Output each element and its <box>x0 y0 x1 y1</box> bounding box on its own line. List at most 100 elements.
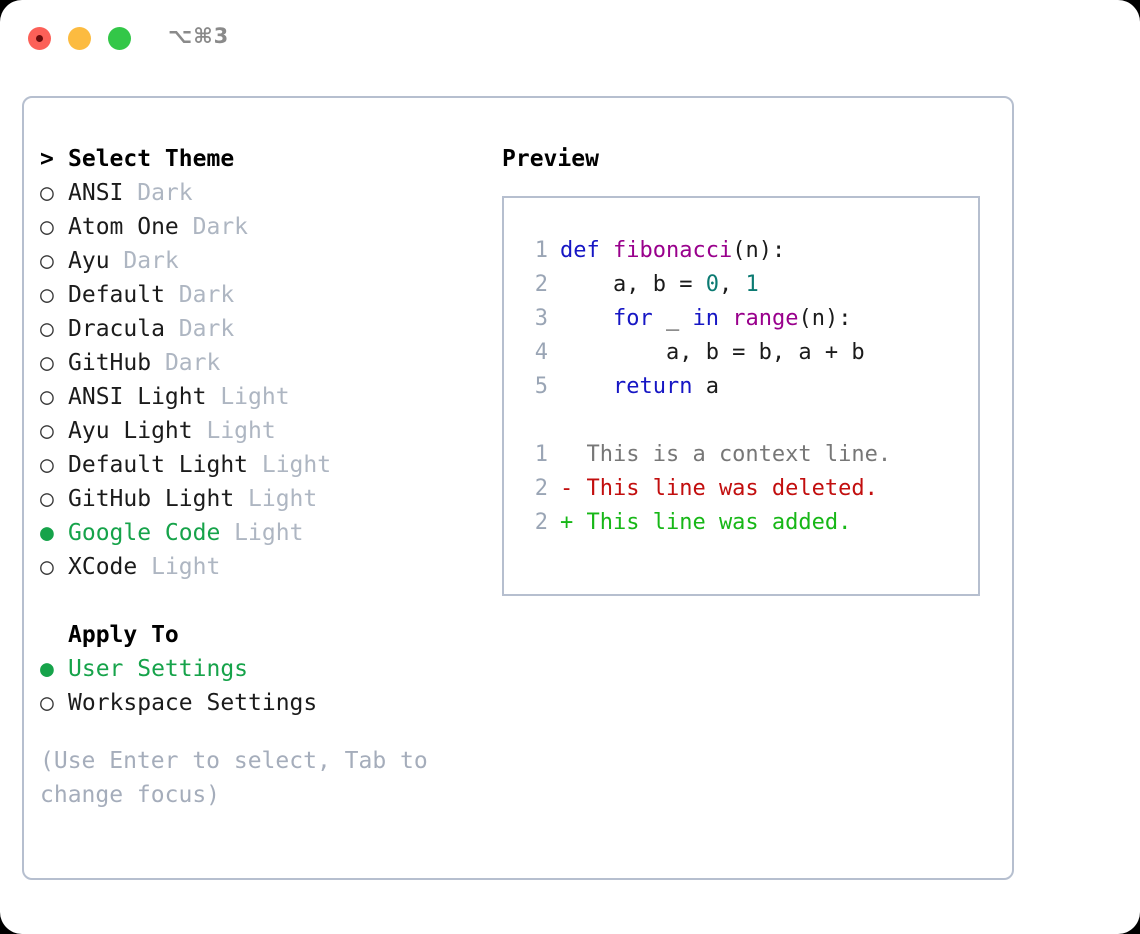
code-token-num: 0 <box>705 272 719 297</box>
theme-name: Ayu Light <box>68 418 193 444</box>
line-number: 4 <box>534 340 548 365</box>
select-theme-heading-label: Select Theme <box>68 146 235 172</box>
radio-selected-icon: ● <box>40 656 54 682</box>
radio-unselected-icon: ○ <box>40 316 54 342</box>
theme-name: Default <box>68 282 165 308</box>
code-token-pl: , <box>718 272 746 297</box>
code-token-pl: (n): <box>732 238 786 263</box>
theme-list: ○ ANSI Dark ○ Atom One Dark ○ Ayu Dark ○ Defaul… <box>40 176 480 584</box>
code-token-fn: range <box>732 306 799 331</box>
radio-unselected-icon: ○ <box>40 418 54 444</box>
code-token-pl <box>719 306 732 331</box>
code-token-pl: _ <box>652 306 693 331</box>
code-token-kw: def <box>560 238 613 263</box>
theme-list-item[interactable]: ○GitHub Light Light <box>40 482 480 516</box>
theme-name: Google Code <box>68 520 221 546</box>
code-token-pl: a, b = b, a + b <box>560 340 865 365</box>
theme-list-item[interactable]: ○ ANSI Dark <box>40 176 480 210</box>
window-title: ⌥⌘3 <box>168 24 230 48</box>
theme-list-item[interactable]: ○Default Light Light <box>40 448 480 482</box>
code-line: 5 return a <box>504 370 978 404</box>
preview-heading: Preview <box>502 146 599 172</box>
code-token-kw: return <box>612 374 693 399</box>
theme-list-item[interactable]: ○ Atom One Dark <box>40 210 480 244</box>
keyboard-hint-text: (Use Enter to select, Tab to change focu… <box>40 748 442 808</box>
radio-unselected-icon: ○ <box>40 452 54 478</box>
line-number: 2 <box>534 510 548 535</box>
code-token-kw: for <box>612 306 653 331</box>
line-number: 2 <box>534 476 548 501</box>
theme-list-item[interactable]: ○ Ayu Dark <box>40 244 480 278</box>
theme-kind-badge: Light <box>206 384 290 410</box>
theme-list-item[interactable]: ○ ANSI Light Light <box>40 380 480 414</box>
main-panel: > Select Theme ○ ANSI Dark ○ Atom One Dark ○ A… <box>22 96 1014 880</box>
apply-to-option[interactable]: ○Workspace Settings <box>40 686 480 720</box>
theme-kind-badge: Light <box>234 486 318 512</box>
theme-name: Dracula <box>68 316 165 342</box>
apply-to-list: ● User Settings ○Workspace Settings <box>40 652 480 720</box>
select-theme-heading: > Select Theme <box>40 142 480 176</box>
code-diff-gap <box>504 404 978 438</box>
theme-kind-badge: Light <box>137 554 221 580</box>
theme-list-item[interactable]: ○ XCode Light <box>40 550 480 584</box>
code-token-pl: a <box>692 374 719 399</box>
theme-kind-badge: Dark <box>164 282 235 308</box>
radio-unselected-icon: ○ <box>40 282 54 308</box>
theme-list-item[interactable]: ○ Dracula Dark <box>40 312 480 346</box>
theme-name: Atom One <box>68 214 179 240</box>
diff-line: 2 + This line was added. <box>504 506 978 540</box>
diff-text-ctx: This is a context line. <box>560 442 892 467</box>
radio-unselected-icon: ○ <box>40 350 54 376</box>
code-token-num: 1 <box>745 272 759 297</box>
line-number: 2 <box>534 272 548 297</box>
line-number: 1 <box>534 442 548 467</box>
theme-name: XCode <box>68 554 138 580</box>
apply-to-indent <box>40 618 68 652</box>
code-line: 2 a, b = 0, 1 <box>504 268 978 302</box>
theme-kind-badge: Dark <box>164 316 235 342</box>
theme-list-item[interactable]: ●Google Code Light <box>40 516 480 550</box>
theme-kind-badge: Dark <box>123 180 193 206</box>
radio-unselected-icon: ○ <box>40 214 54 240</box>
theme-kind-badge: Light <box>220 520 304 546</box>
line-number: 3 <box>534 306 548 331</box>
radio-unselected-icon: ○ <box>40 384 54 410</box>
theme-name: Ayu <box>68 248 110 274</box>
code-line: 1 def fibonacci(n): <box>504 234 978 268</box>
radio-unselected-icon: ○ <box>40 248 54 274</box>
theme-name: GitHub <box>68 350 152 376</box>
radio-unselected-icon: ○ <box>40 180 54 206</box>
code-token-pl: a, b = <box>560 272 706 297</box>
apply-to-option-label: User Settings <box>68 656 249 682</box>
theme-kind-badge: Dark <box>109 248 179 274</box>
diff-sample: 1 This is a context line. 2 - This line wa… <box>504 438 978 540</box>
theme-selector-column: > Select Theme ○ ANSI Dark ○ Atom One Dark ○ A… <box>40 142 480 812</box>
caret-icon: > <box>40 146 54 172</box>
apply-to-option[interactable]: ● User Settings <box>40 652 480 686</box>
theme-list-item[interactable]: ○GitHub Dark <box>40 346 480 380</box>
line-number: 1 <box>534 238 548 263</box>
theme-kind-badge: Light <box>192 418 276 444</box>
theme-name: ANSI <box>68 180 124 206</box>
radio-unselected-icon: ○ <box>40 554 54 580</box>
theme-list-item[interactable]: ○ Ayu Light Light <box>40 414 480 448</box>
code-line: 4 a, b = b, a + b <box>504 336 978 370</box>
diff-text-del: - This line was deleted. <box>560 476 878 501</box>
code-token-fn: fibonacci <box>612 238 733 263</box>
code-line: 3 for _ in range(n): <box>504 302 978 336</box>
maximize-window-button[interactable] <box>108 27 131 50</box>
close-window-dot-icon <box>36 35 43 42</box>
theme-name: ANSI Light <box>68 384 207 410</box>
theme-kind-badge: Dark <box>178 214 249 240</box>
theme-name: GitHub Light <box>68 486 235 512</box>
theme-list-item[interactable]: ○ Default Dark <box>40 278 480 312</box>
diff-line: 2 - This line was deleted. <box>504 472 978 506</box>
diff-line: 1 This is a context line. <box>504 438 978 472</box>
theme-name: Default Light <box>68 452 249 478</box>
apply-to-heading: Apply To <box>40 618 480 652</box>
minimize-window-button[interactable] <box>68 27 91 50</box>
window-titlebar: ⌥⌘3 <box>0 0 1140 78</box>
diff-text-add: + This line was added. <box>560 510 852 535</box>
